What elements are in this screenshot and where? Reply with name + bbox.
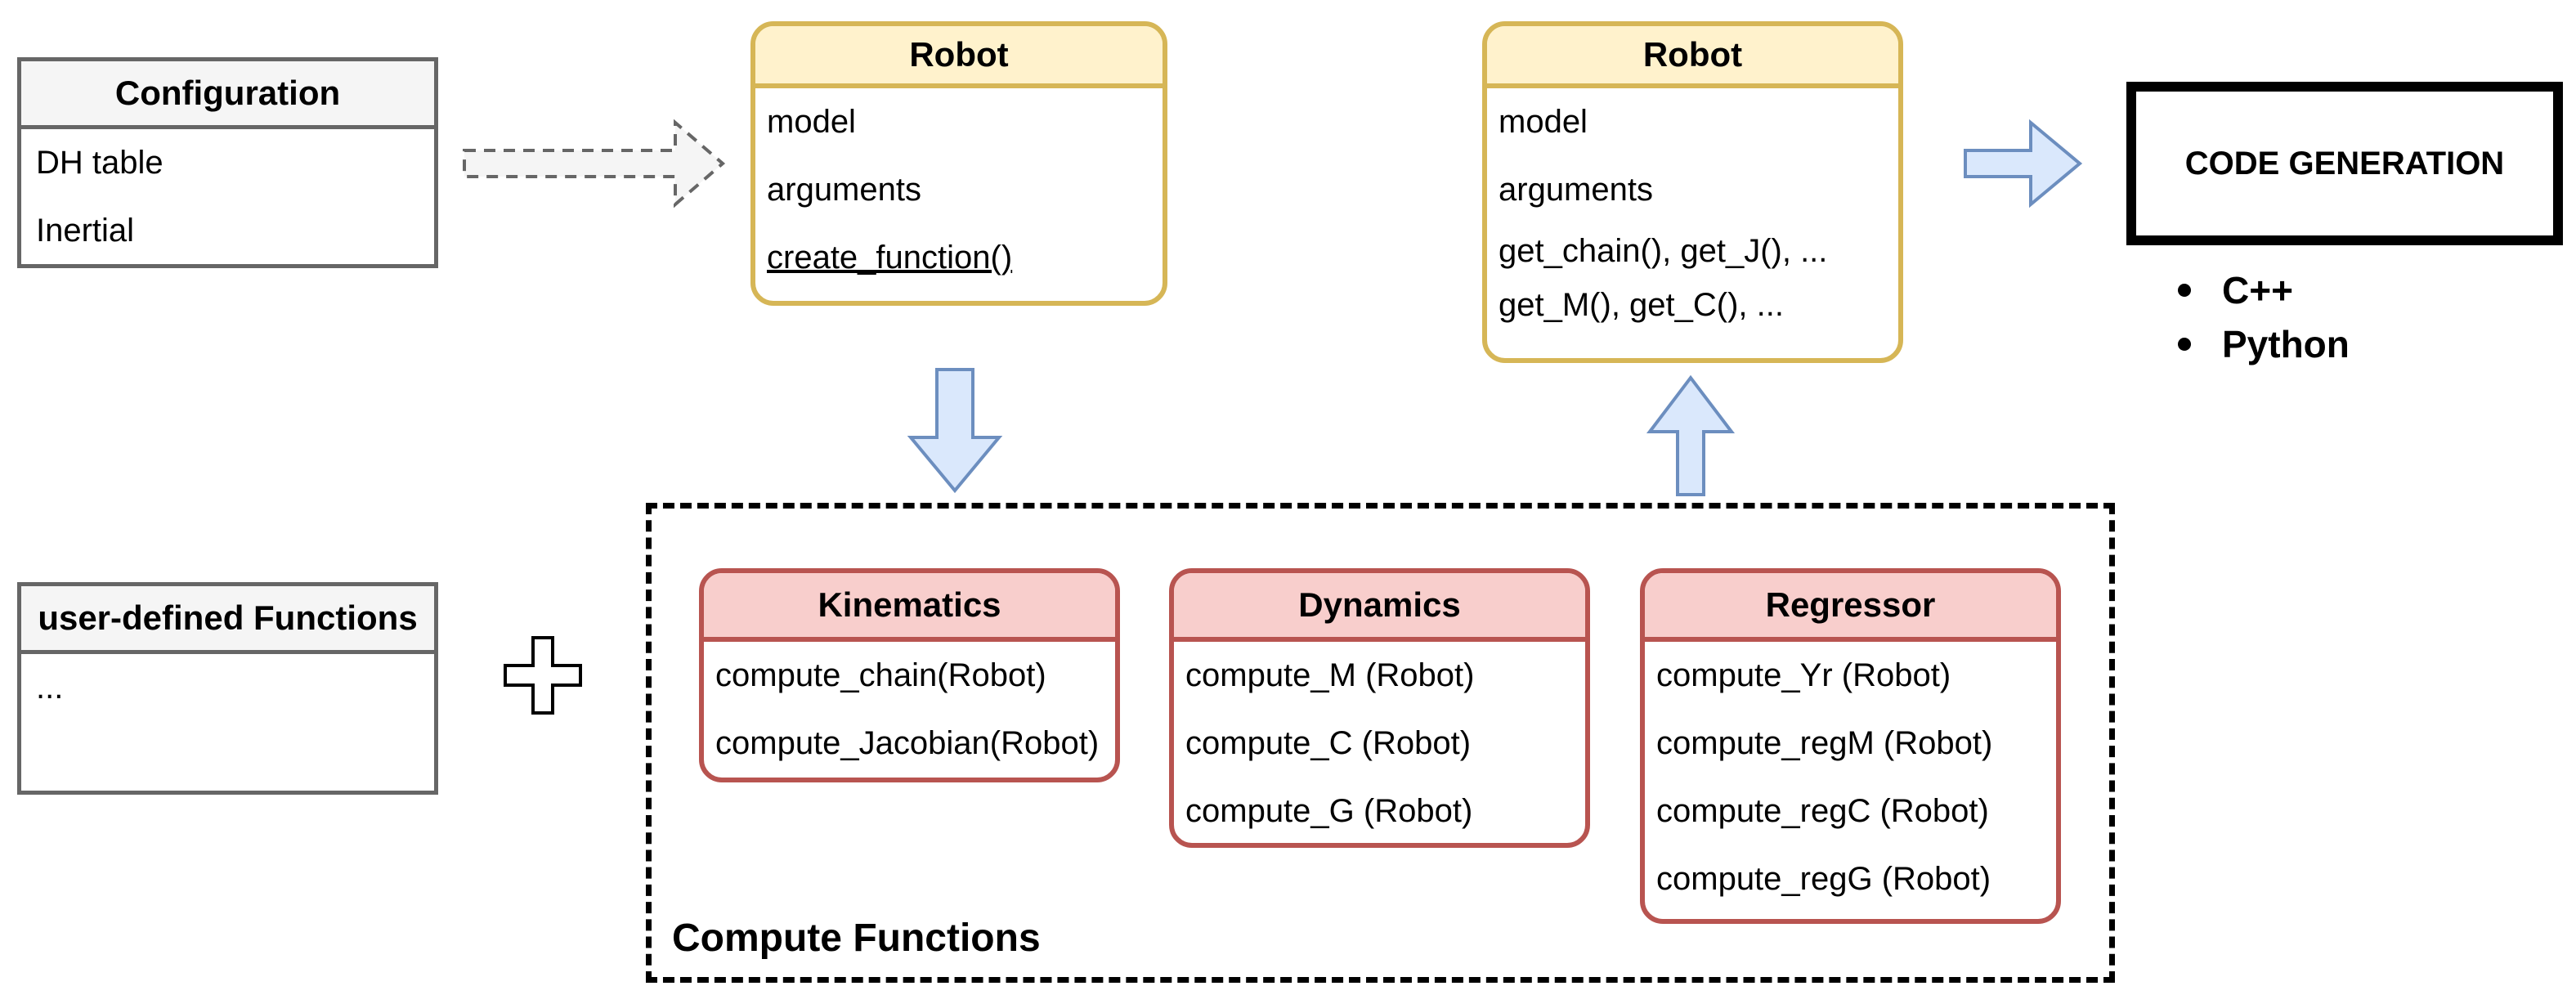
dynamics-box: Dynamics compute_M (Robot) compute_C (Ro…: [1169, 568, 1590, 848]
regressor-title: Regressor: [1645, 573, 2056, 642]
configuration-row-dh-table: DH table: [36, 145, 164, 181]
robot-to-codegen-arrow: [1964, 119, 2083, 208]
bullet-icon: [2178, 284, 2191, 297]
regressor-row-compute-regm: compute_regM (Robot): [1656, 725, 1993, 761]
robot-output-row-getters-1: get_chain(), get_J(), ...: [1499, 232, 1828, 269]
user-defined-functions-row: ...: [36, 670, 64, 706]
compute-functions-label: Compute Functions: [672, 917, 1041, 960]
robot-output-row-getters-2: get_M(), get_C(), ...: [1499, 286, 1784, 323]
regressor-row-compute-regc: compute_regC (Robot): [1656, 793, 1989, 829]
regressor-row-compute-yr: compute_Yr (Robot): [1656, 657, 1951, 693]
kinematics-row-compute-jacobian: compute_Jacobian(Robot): [715, 725, 1100, 761]
robot-input-row-arguments: arguments: [767, 172, 921, 208]
robot-input-row-create-function: create_function(): [767, 240, 1013, 276]
robot-output-title: Robot: [1487, 26, 1898, 88]
code-generation-title: CODE GENERATION: [2184, 145, 2505, 182]
language-item-python: Python: [2178, 317, 2423, 371]
config-to-robot-arrow: [463, 119, 726, 208]
configuration-box: Configuration DH table Inertial: [17, 57, 438, 268]
dynamics-row-compute-g: compute_G (Robot): [1185, 793, 1473, 829]
robot-to-compute-arrow: [907, 368, 1003, 494]
robot-input-box: Robot model arguments create_function(): [750, 21, 1167, 306]
dynamics-row-compute-c: compute_C (Robot): [1185, 725, 1472, 761]
robot-output-row-arguments: arguments: [1499, 172, 1653, 208]
robot-output-row-model: model: [1499, 104, 1588, 140]
configuration-title: Configuration: [21, 61, 434, 129]
dynamics-title: Dynamics: [1174, 573, 1585, 642]
robot-output-box: Robot model arguments get_chain(), get_J…: [1482, 21, 1903, 363]
user-defined-functions-title: user-defined Functions: [21, 586, 434, 654]
regressor-row-compute-regg: compute_regG (Robot): [1656, 861, 1991, 897]
kinematics-row-compute-chain: compute_chain(Robot): [715, 657, 1046, 693]
bullet-icon: [2178, 338, 2191, 351]
regressor-box: Regressor compute_Yr (Robot) compute_reg…: [1640, 568, 2061, 924]
compute-functions-group: [646, 503, 2115, 983]
dynamics-row-compute-m: compute_M (Robot): [1185, 657, 1475, 693]
kinematics-title: Kinematics: [704, 573, 1115, 642]
code-generation-language-list: C++ Python: [2178, 263, 2423, 371]
language-item-cpp: C++: [2178, 263, 2423, 317]
kinematics-box: Kinematics compute_chain(Robot) compute_…: [699, 568, 1120, 782]
code-generation-box: CODE GENERATION: [2126, 82, 2563, 245]
robot-input-row-model: model: [767, 104, 856, 140]
compute-to-robot-arrow: [1646, 374, 1736, 496]
plus-icon: [504, 636, 582, 715]
robot-input-title: Robot: [755, 26, 1163, 88]
user-defined-functions-box: user-defined Functions ...: [17, 582, 438, 795]
configuration-row-inertial: Inertial: [36, 213, 135, 249]
